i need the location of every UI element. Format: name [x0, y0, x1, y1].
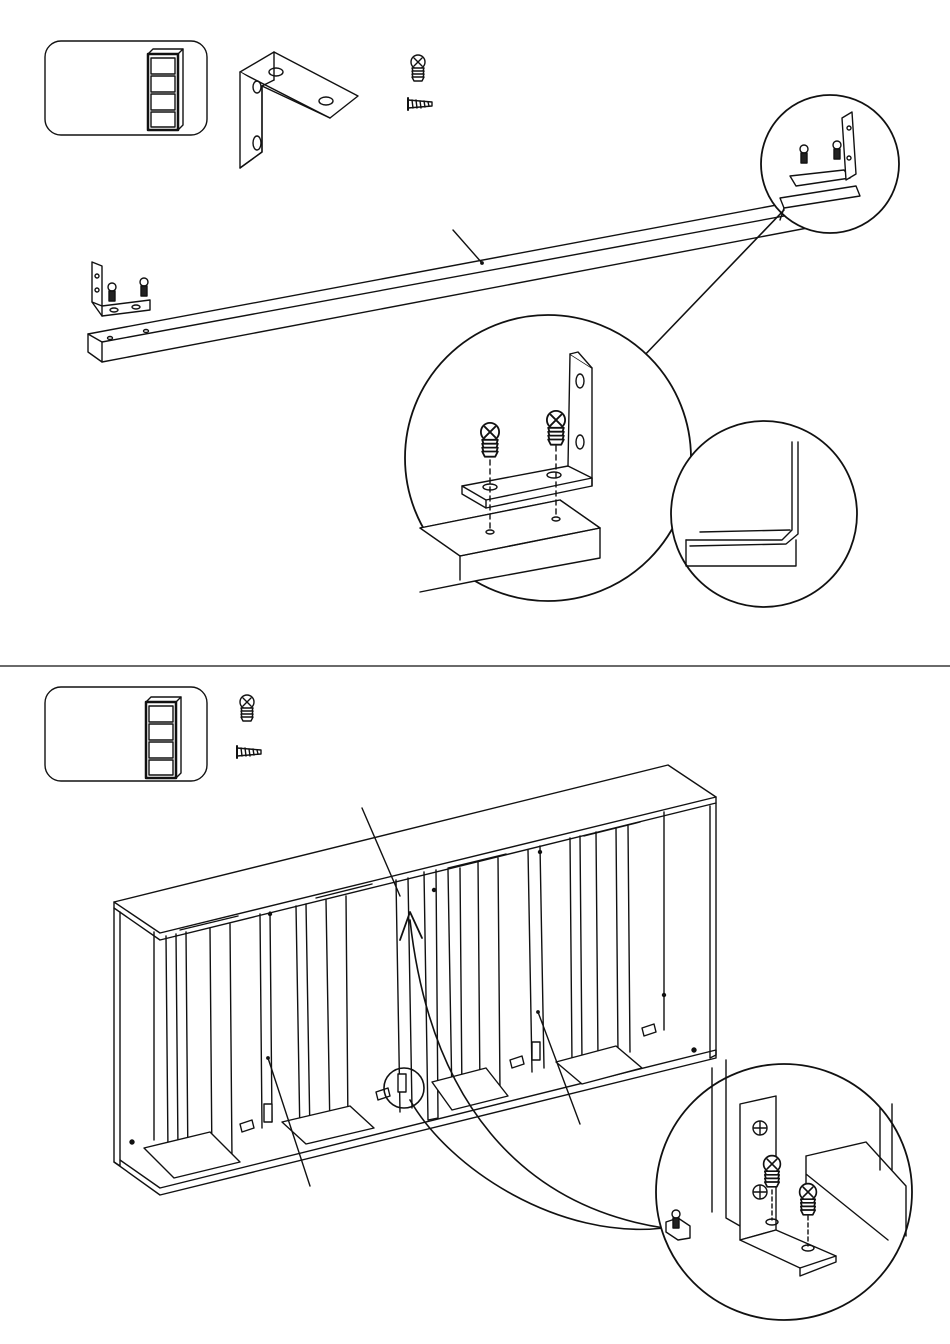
cabinet-assembly: [114, 765, 716, 1195]
euro-screw-icon: [108, 283, 116, 301]
cabinet-thumbnail-icon: [148, 49, 183, 130]
wood-screw-icon: [237, 746, 261, 758]
step-2: [45, 687, 912, 1320]
euro-screw-icon: [140, 278, 148, 296]
wood-screw-icon: [408, 98, 432, 110]
step2-thumbnail-frame: [45, 687, 207, 781]
step-1: [45, 41, 899, 607]
cabinet-thumbnail-icon: [146, 697, 181, 778]
angle-bracket-part-icon: [240, 52, 358, 168]
flush-alignment-closeup: [671, 421, 857, 607]
euro-screw-icon: [240, 695, 254, 721]
euro-screw-icon: [411, 55, 425, 81]
bracket-closeup: [405, 315, 691, 601]
bracket-mount-closeup: [656, 1060, 912, 1320]
